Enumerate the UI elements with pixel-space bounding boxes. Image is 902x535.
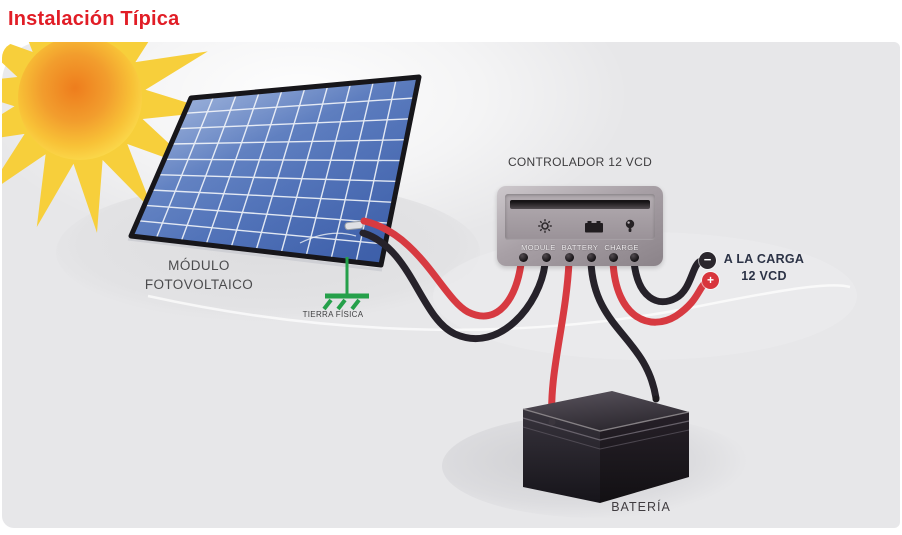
controller-label: CONTROLADOR 12 VCD	[507, 155, 653, 169]
charge-text: CHARGE	[604, 243, 639, 252]
module-label-line1: MÓDULO	[168, 258, 230, 273]
page-title: Instalación Típica	[8, 8, 180, 30]
load-label-line1: A LA CARGA	[723, 252, 805, 266]
charge-controller: MODULE BATTERY CHARGE	[497, 186, 663, 266]
terminal-dot	[519, 253, 528, 262]
terminal-dot	[542, 253, 551, 262]
load-positive-connector: +	[702, 272, 719, 289]
terminal-dot	[630, 253, 639, 262]
battery-label: BATERÍA	[611, 500, 671, 514]
battery-positive-terminal	[548, 418, 556, 426]
controller-panel-text: MODULE BATTERY CHARGE	[497, 243, 663, 252]
wire-pv-positive	[360, 217, 525, 320]
terminal-dot	[587, 253, 596, 262]
controller-indicator-icons	[505, 218, 655, 236]
ground-highlight-arc	[147, 284, 851, 332]
module-label-line2: FOTOVOLTAICO	[144, 277, 254, 292]
controller-terminals	[497, 253, 663, 263]
module-label: MÓDULO FOTOVOLTAICO	[118, 256, 280, 294]
controller-vent-slot	[510, 200, 650, 209]
load-label-line2: 12 VCD	[741, 269, 787, 283]
wire-load-positive	[609, 258, 709, 326]
wire-load-negative	[630, 257, 705, 306]
bulb-charge-icon	[623, 218, 637, 240]
solar-panel	[127, 74, 422, 272]
battery-icon	[583, 218, 605, 239]
junction-clips	[299, 220, 364, 244]
battery	[522, 391, 690, 503]
ground-symbol	[322, 257, 369, 311]
sun-module-icon	[537, 218, 553, 239]
module-text: MODULE	[521, 243, 556, 252]
wire-battery-negative	[587, 258, 660, 402]
ground-label: TIERRA FÍSICA	[302, 310, 364, 319]
terminal-dot	[609, 253, 618, 262]
load-label: A LA CARGA 12 VCD	[716, 251, 812, 285]
terminal-dot	[565, 253, 574, 262]
wire-pv-negative	[359, 229, 549, 343]
load-negative-connector: −	[699, 252, 716, 269]
sun-icon	[2, 42, 216, 233]
battery-text: BATTERY	[561, 243, 599, 252]
controller-front-panel	[505, 194, 655, 240]
battery-negative-terminal	[652, 395, 660, 403]
